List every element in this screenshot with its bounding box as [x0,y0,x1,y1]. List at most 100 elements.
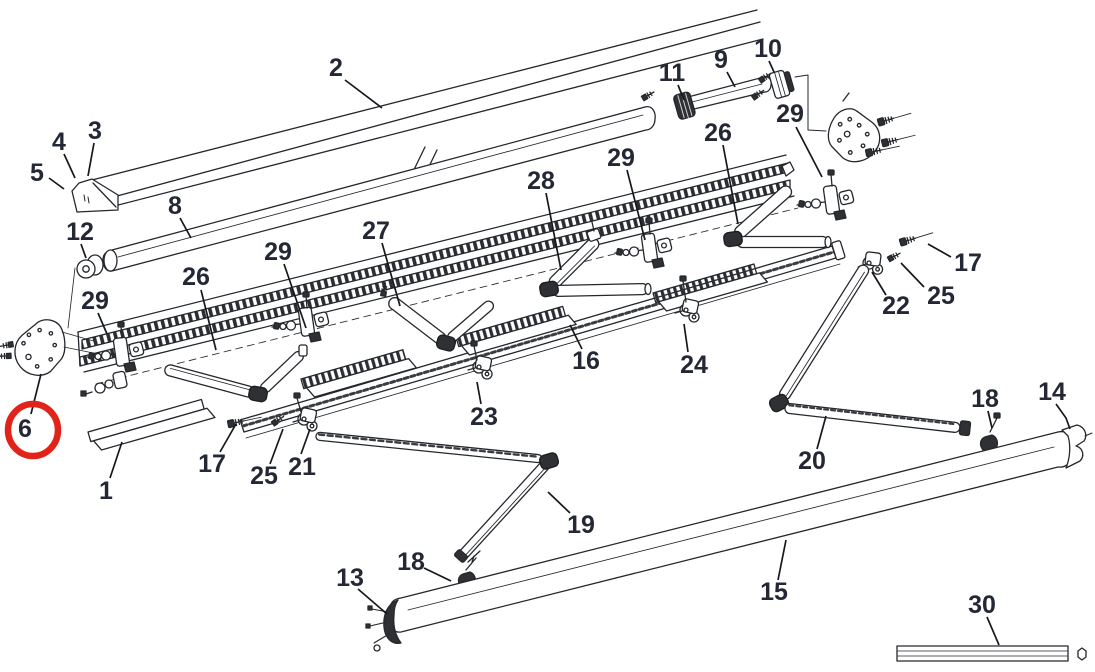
callout-18: 18 [971,385,999,413]
mounting-plate-top-right [827,108,881,163]
callout-leader-9 [726,71,736,88]
callout-8: 8 [168,192,182,220]
callout-leader-17 [927,243,952,258]
part-27-rafter-arm [380,282,495,353]
part-10-end-cap [768,69,795,99]
callout-25: 25 [927,282,955,310]
callout-leader-10 [768,60,775,73]
callout-leader-27 [381,242,401,307]
callout-29: 29 [264,238,292,266]
callout-leader-14 [1055,403,1071,430]
assembly-reference-line [794,74,827,132]
callout-27: 27 [362,217,390,245]
part-11-coupler [673,91,696,120]
callout-leader-6 [30,373,42,415]
callout-leader-23 [476,381,482,405]
arm-channel [315,431,543,464]
callout-14: 14 [1038,378,1066,406]
callout-25: 25 [250,462,278,490]
pin-icon [989,417,998,433]
callout-leader-8 [179,217,192,239]
callout-24: 24 [680,351,708,379]
callout-20: 20 [798,447,826,475]
part-14-tube-end-cap [1061,424,1093,469]
callout-leader-26 [722,144,739,225]
rail-end-bracket [781,161,795,177]
callout-3: 3 [88,117,102,145]
screw-icon [640,89,656,102]
callout-17: 17 [954,249,982,277]
callout-leader-24 [683,323,689,353]
callout-leader-19 [547,491,571,514]
callout-9: 9 [714,46,728,74]
callout-leader-13 [357,588,388,615]
highlight-circle-part-6 [4,400,62,460]
deflector-slat [300,349,418,398]
callout-11: 11 [659,59,686,87]
callout-29: 29 [776,100,804,128]
callout-leader-29 [795,126,823,178]
callout-leader-12 [80,243,87,259]
callout-26: 26 [704,119,732,147]
callout-leader-29 [626,169,646,241]
callout-leader-15 [777,539,787,581]
callout-18: 18 [397,548,425,576]
callout-leader-22 [871,271,887,296]
callout-leader-2 [344,79,383,109]
callout-leader-16 [569,324,583,350]
pin-icon [473,345,478,361]
callout-16: 16 [572,347,600,375]
part-29-bracket-assembly [796,169,855,221]
callout-1: 1 [99,477,113,505]
callout-28: 28 [527,167,555,195]
part-30-flat-bar [896,645,1087,662]
callout-19: 19 [567,511,595,539]
callout-17: 17 [198,450,226,478]
callout-12: 12 [66,218,94,246]
part-6-mounting-plate [14,319,66,376]
screw-icon [880,131,917,148]
callout-26: 26 [182,263,210,291]
callout-23: 23 [470,403,498,431]
callout-6: 6 [18,415,32,443]
part-28-rafter-arm [538,221,652,299]
callout-21: 21 [288,453,316,481]
callout-5: 5 [30,159,44,187]
callout-leader-21 [300,428,311,455]
pin-icon [842,92,850,102]
part-26-rafter-arm-right [722,185,832,249]
callout-leader-25 [900,262,925,288]
callout-leader-25 [269,428,284,465]
callout-leader-17 [219,423,237,453]
screw-icon [876,109,913,127]
screw-icon [0,352,12,360]
callout-30: 30 [968,591,996,619]
callout-leader-30 [986,616,1000,646]
part-19-support-arm [454,451,561,563]
callout-leader-1 [109,441,123,479]
callout-leader-18 [423,567,452,582]
part-12-roller-end-disc [67,254,104,329]
callout-leader-26 [200,289,217,351]
part-20-support-arm [767,264,972,437]
pin-icon [296,397,302,413]
idler-roller-assembly [80,370,128,397]
pin-icon [682,280,687,303]
callout-10: 10 [754,35,782,63]
callout-leader-5 [48,177,65,190]
deflector-slat [455,305,577,356]
callout-leader-18 [987,410,993,429]
callout-2: 2 [329,54,343,82]
callout-29: 29 [607,144,635,172]
part-25-bolt [886,250,902,263]
callout-13: 13 [336,564,364,592]
callout-leader-29 [97,312,108,335]
callout-leader-29 [283,263,307,329]
part-8-roller-tube [102,106,656,272]
callout-29: 29 [81,287,109,315]
part-1-deflector-slat [87,398,216,451]
screw-icon [0,341,15,350]
callout-leader-4 [63,153,76,179]
